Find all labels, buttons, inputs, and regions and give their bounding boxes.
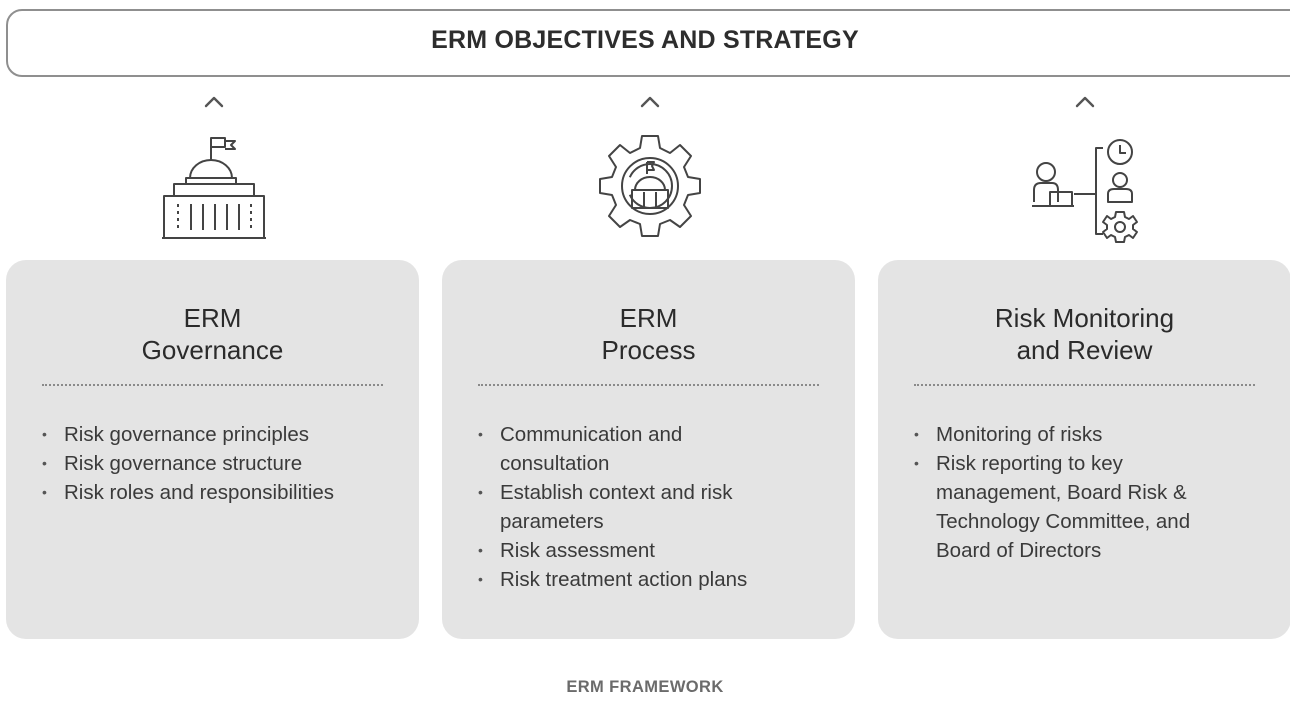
- risk-monitoring-card: Risk Monitoring and Review Monitoring of…: [878, 260, 1290, 639]
- dotted-divider: [914, 384, 1255, 386]
- monitoring-review-icon: [1028, 132, 1140, 249]
- card-title: Risk Monitoring and Review: [878, 302, 1290, 366]
- list-item: Risk roles and responsibilities: [32, 478, 402, 507]
- erm-governance-card: ERM Governance Risk governance principle…: [6, 260, 419, 639]
- framework-label: ERM FRAMEWORK: [566, 678, 724, 696]
- chevron-up-icon: [639, 94, 661, 110]
- government-building-icon: [158, 130, 270, 247]
- chevron-up-icon: [1074, 94, 1096, 110]
- dotted-divider: [478, 384, 819, 386]
- card-title-line: ERM: [619, 303, 678, 333]
- card-title-line: Process: [601, 335, 696, 365]
- card-title: ERM Process: [442, 302, 855, 366]
- erm-process-card: ERM Process Communication and consultati…: [442, 260, 855, 639]
- list-item: Risk treatment action plans: [468, 565, 758, 594]
- bullet-list: Monitoring of risks Risk reporting to ke…: [904, 420, 1249, 565]
- chevron-up-icon: [203, 94, 225, 110]
- list-item: Monitoring of risks: [904, 420, 1249, 449]
- card-title-line: Governance: [141, 335, 284, 365]
- list-item: Risk governance structure: [32, 449, 402, 478]
- list-item: Risk assessment: [468, 536, 758, 565]
- list-item: Communication and consultation: [468, 420, 758, 478]
- card-title-line: ERM: [183, 303, 242, 333]
- gear-building-icon: [594, 128, 706, 245]
- card-title: ERM Governance: [6, 302, 419, 366]
- bullet-list: Communication and consultation Establish…: [468, 420, 758, 594]
- card-title-line: and Review: [1016, 335, 1153, 365]
- list-item: Risk governance principles: [32, 420, 402, 449]
- bullet-list: Risk governance principles Risk governan…: [32, 420, 402, 507]
- dotted-divider: [42, 384, 383, 386]
- banner-title: ERM OBJECTIVES AND STRATEGY: [431, 25, 859, 54]
- objectives-banner: [6, 9, 1290, 77]
- list-item: Establish context and risk parameters: [468, 478, 758, 536]
- list-item: Risk reporting to key management, Board …: [904, 449, 1249, 565]
- card-title-line: Risk Monitoring: [994, 303, 1175, 333]
